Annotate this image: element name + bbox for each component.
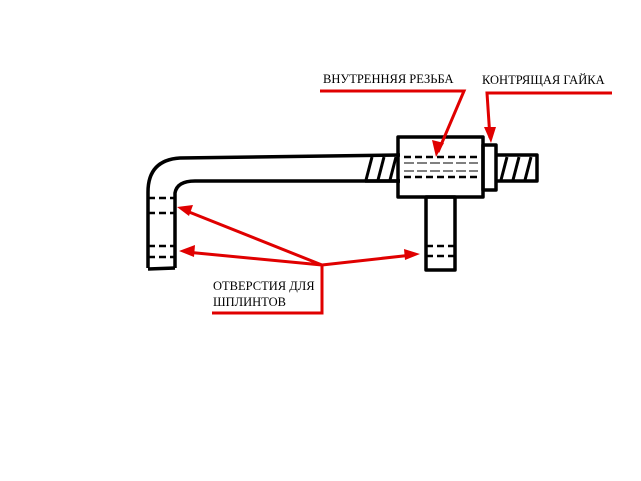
label-lock-nut: КОНТРЯЩАЯ ГАЙКА — [482, 73, 605, 87]
rod-outer-contour — [146, 153, 401, 268]
hidden-lines — [148, 155, 478, 259]
label-holes-line1: ОТВЕРСТИЯ ДЛЯ — [213, 279, 315, 293]
label-internal-thread: ВНУТРЕННЯЯ РЕЗЬБА — [323, 72, 454, 86]
lower-leg — [424, 195, 457, 272]
thread-hatching — [364, 156, 533, 181]
left-leg-end — [147, 266, 176, 271]
lock-nut — [481, 143, 498, 192]
thread-minor-lines — [404, 162, 478, 172]
threaded-end — [496, 153, 539, 183]
annotation-leaders — [183, 89, 612, 315]
arrowheads — [177, 127, 496, 260]
rod-inner-contour — [173, 179, 400, 268]
label-holes-line2: ШПЛИНТОВ — [213, 295, 287, 309]
